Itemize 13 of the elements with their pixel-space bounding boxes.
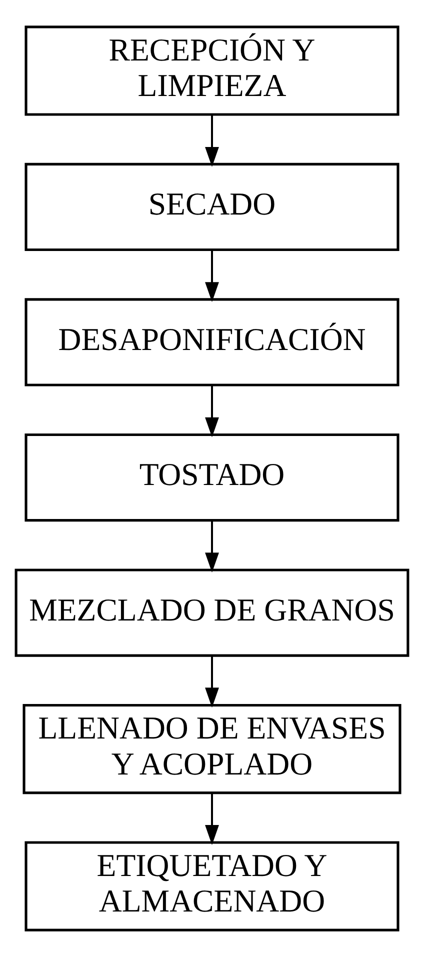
arrow: [205, 520, 219, 572]
node-box: ETIQUETADO Y ALMACENADO: [24, 840, 400, 931]
node-box: RECEPCIÓN Y LIMPIEZA: [24, 25, 400, 116]
arrow: [205, 792, 219, 844]
node-box: DESAPONIFICACIÓN: [24, 298, 400, 386]
node-box: LLENADO DE ENVASES Y ACOPLADO: [22, 703, 402, 794]
node-box: SECADO: [24, 162, 400, 251]
arrow: [205, 114, 219, 166]
node-box: TOSTADO: [24, 432, 400, 522]
arrow: [205, 249, 219, 302]
arrow: [205, 384, 219, 437]
node-box: MEZCLADO DE GRANOS: [14, 568, 410, 656]
arrow: [205, 655, 219, 708]
